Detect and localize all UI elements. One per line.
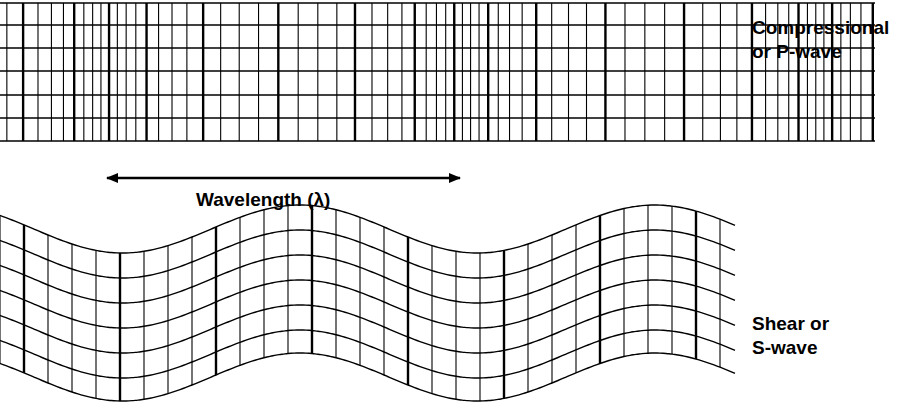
grid-line <box>119 253 121 401</box>
grid-line <box>0 2 875 3</box>
grid-line <box>171 3 172 141</box>
grid-line <box>143 251 144 399</box>
grid-line <box>736 3 737 141</box>
grid-line <box>683 3 685 141</box>
grid-line <box>100 3 101 141</box>
grid-line <box>354 3 356 141</box>
grid-line <box>371 3 372 141</box>
grid-line <box>263 210 264 358</box>
grid-line <box>498 3 499 141</box>
grid-line <box>401 3 402 141</box>
grid-line <box>186 3 187 141</box>
grid-line <box>575 225 576 373</box>
grid-line <box>453 3 455 141</box>
dimension-label: Wavelength (λ) <box>196 188 366 212</box>
grid-line <box>455 251 456 399</box>
grid-line <box>158 3 159 141</box>
grid-line <box>0 330 735 378</box>
grid-line <box>239 3 240 141</box>
grid-line <box>0 70 875 71</box>
grid-line <box>719 219 720 367</box>
grid-line <box>551 235 552 383</box>
grid-line <box>359 217 360 365</box>
grid-line <box>215 227 217 375</box>
grid-line <box>298 3 299 141</box>
grid-line <box>95 250 96 398</box>
grid-line <box>0 24 875 25</box>
grid-line <box>63 3 64 141</box>
grid-line <box>503 250 505 398</box>
grid-line <box>671 206 672 354</box>
grid-line <box>258 3 259 141</box>
grid-line <box>383 227 384 375</box>
grid-line <box>311 206 313 354</box>
grid-line <box>47 235 48 383</box>
grid-line <box>431 246 432 394</box>
grid-line <box>387 3 388 141</box>
grid-line <box>220 3 221 141</box>
wavelength-arrow <box>107 177 460 180</box>
grid-line <box>83 3 84 141</box>
grid-line <box>23 225 25 373</box>
grid-line <box>568 3 569 141</box>
grid-line <box>145 3 147 141</box>
grid-line <box>108 3 110 141</box>
grid-line <box>191 237 192 385</box>
grid-line <box>0 216 1 364</box>
grid-line <box>73 3 75 141</box>
grid-line <box>22 3 24 141</box>
grid-line <box>535 3 537 141</box>
s-wave-grid <box>0 205 735 401</box>
grid-line <box>623 209 624 357</box>
grid-line <box>522 3 523 141</box>
grid-line <box>239 217 240 365</box>
grid-line <box>586 3 587 141</box>
grid-line <box>0 140 875 141</box>
grid-line <box>664 3 665 141</box>
grid-line <box>335 210 336 358</box>
grid-line <box>462 3 463 141</box>
grid-line <box>317 3 318 141</box>
grid-line <box>702 3 703 141</box>
grid-line <box>277 3 279 141</box>
grid-line <box>414 3 416 141</box>
wave-label: Shear or S-wave <box>752 312 852 360</box>
grid-line <box>436 3 437 141</box>
grid-line <box>135 3 136 141</box>
grid-line <box>695 211 697 359</box>
grid-line <box>644 3 645 141</box>
grid-line <box>509 3 510 141</box>
grid-line <box>167 246 168 394</box>
grid-line <box>720 3 721 141</box>
grid-line <box>426 3 427 141</box>
wave-label: Compressional or P-wave <box>752 16 904 64</box>
grid-line <box>92 3 93 141</box>
grid-line <box>407 237 409 385</box>
grid-line <box>117 3 118 141</box>
grid-line <box>647 205 648 353</box>
grid-line <box>0 353 735 401</box>
grid-line <box>487 3 489 141</box>
grid-line <box>6 3 7 141</box>
grid-line <box>0 47 875 48</box>
grid-line <box>0 117 875 118</box>
grid-line <box>551 3 552 141</box>
grid-line <box>202 3 204 141</box>
grid-line <box>527 244 528 392</box>
grid-line <box>470 3 471 141</box>
grid-line <box>604 3 606 141</box>
grid-line <box>479 253 480 401</box>
grid-line <box>126 3 127 141</box>
p-wave-grid <box>0 3 875 141</box>
grid-line <box>336 3 337 141</box>
grid-line <box>478 3 479 141</box>
grid-line <box>624 3 625 141</box>
grid-line <box>51 3 52 141</box>
grid-line <box>599 216 601 364</box>
grid-line <box>287 206 288 354</box>
grid-line <box>37 3 38 141</box>
grid-line <box>71 244 72 392</box>
grid-line <box>445 3 446 141</box>
grid-line <box>0 94 875 95</box>
